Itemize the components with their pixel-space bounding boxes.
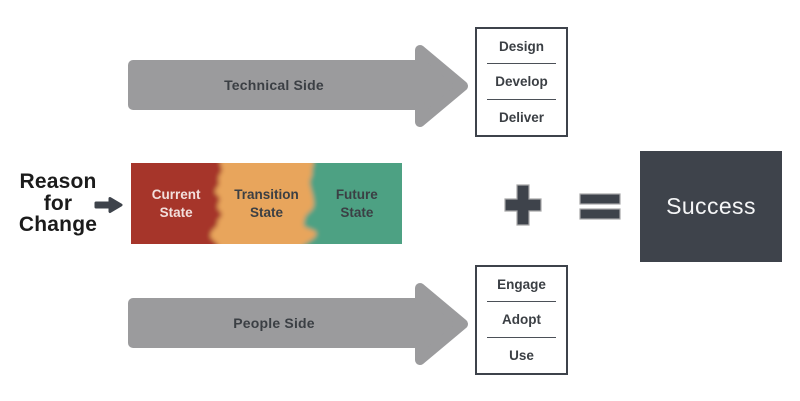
reason-line-3: Change: [18, 213, 98, 236]
technical-side-arrow: Technical Side: [128, 45, 468, 127]
people-steps-box: Engage Adopt Use: [475, 265, 568, 375]
current-state-label: Current State: [151, 186, 201, 220]
equals-icon: [579, 193, 621, 220]
step-use: Use: [509, 347, 534, 363]
step-deliver: Deliver: [498, 109, 545, 125]
state-band: Current State Transition State Future St…: [131, 163, 402, 244]
future-state-label: Future State: [335, 186, 378, 220]
people-arrow-shape: [128, 283, 468, 365]
state-band-texture: [131, 163, 402, 244]
step-design: Design: [477, 29, 566, 65]
state-band-labels: Current State Transition State Future St…: [131, 163, 402, 244]
success-label: Success: [666, 193, 756, 219]
reason-line-2: for: [43, 191, 73, 215]
technical-side-label: Technical Side: [224, 77, 324, 93]
transition-state-label: Transition State: [234, 186, 299, 220]
success-box: Success: [640, 151, 782, 262]
step-develop: Develop: [477, 64, 566, 100]
people-side-arrow: People Side: [128, 283, 468, 365]
step-adopt: Adopt: [477, 302, 566, 338]
reason-line-1: Reason: [19, 170, 97, 193]
technical-arrow-shape: [128, 45, 468, 127]
people-side-label: People Side: [233, 315, 315, 331]
technical-steps-box: Design Develop Deliver: [475, 27, 568, 137]
plus-icon: [504, 184, 542, 226]
reason-for-change-label: Reason for Change: [8, 171, 108, 236]
arrow-right-icon: [94, 197, 123, 213]
step-engage: Engage: [477, 267, 566, 303]
